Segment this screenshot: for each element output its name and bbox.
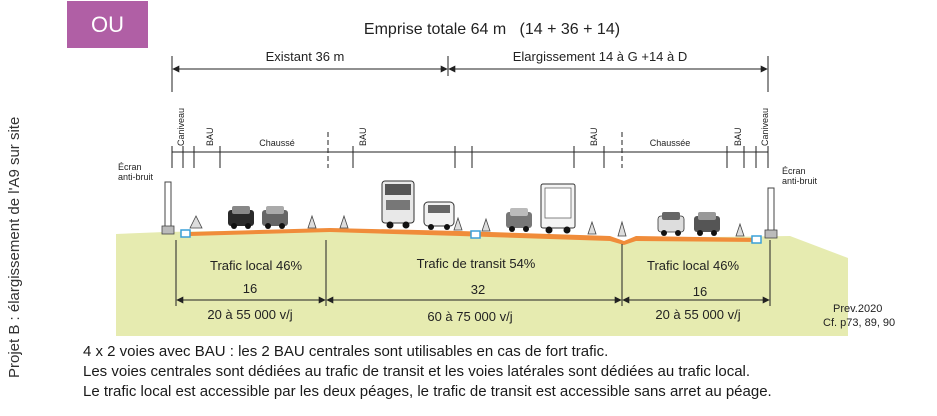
zone-center-label: Trafic de transit 54% — [417, 256, 536, 271]
vehicle-car-3 — [506, 208, 532, 232]
zone-center-width: 32 — [471, 282, 485, 297]
ecran-label-right-2: anti-bruit — [782, 176, 818, 186]
option-badge: OU — [67, 1, 148, 48]
ecran-label-left-1: Écran — [118, 162, 142, 172]
vehicle-truck-1 — [381, 180, 415, 229]
chaussee-label-right: Chaussée — [650, 138, 691, 148]
vehicle-car-1 — [228, 206, 254, 229]
source-note-2: Cf. p73, 89, 90 — [823, 317, 895, 329]
zone-left-volume: 20 à 55 000 v/j — [207, 307, 292, 322]
caniveau-label-left: Caniveau — [176, 108, 186, 146]
caption-line-3: Le trafic local est accessible par les d… — [83, 383, 772, 400]
noise-barrier-right — [764, 187, 778, 239]
chausse-label-left: Chaussé — [259, 138, 295, 148]
zone-center-volume: 60 à 75 000 v/j — [427, 309, 512, 324]
ecran-label-right-1: Écran — [782, 166, 806, 176]
widening-width-label: Elargissement 14 à G +14 à D — [513, 49, 688, 64]
caption-line-1: 4 x 2 voies avec BAU : les 2 BAU central… — [83, 343, 609, 360]
drain-center — [470, 230, 481, 239]
bau-label-right: BAU — [733, 127, 743, 146]
vehicle-truck-2 — [540, 183, 576, 234]
drain-right — [751, 235, 762, 244]
vehicle-car-2 — [262, 206, 288, 229]
drain-left — [180, 229, 191, 238]
caniveau-label-right: Caniveau — [760, 108, 770, 146]
dimension-lines — [171, 56, 769, 92]
zone-separators — [175, 240, 771, 306]
noise-barrier-left — [161, 181, 175, 235]
ground-embankment — [116, 229, 848, 336]
zone-left-width: 16 — [243, 281, 257, 296]
existing-width-label: Existant 36 m — [266, 49, 345, 64]
element-ruler — [171, 132, 769, 168]
source-note-1: Prev.2020 — [833, 303, 882, 315]
zone-right-volume: 20 à 55 000 v/j — [655, 307, 740, 322]
bau-label-center-left: BAU — [358, 127, 368, 146]
ecran-label-left-2: anti-bruit — [118, 172, 154, 182]
zone-right-width: 16 — [693, 284, 707, 299]
zone-right-label: Trafic local 46% — [647, 258, 739, 273]
zone-left-label: Trafic local 46% — [210, 258, 302, 273]
vehicle-car-5 — [694, 212, 720, 236]
vehicle-van-1 — [423, 201, 455, 230]
vehicle-car-4 — [657, 212, 685, 236]
guardrail-posts — [189, 214, 745, 237]
total-width-title: Emprise totale 64 m (14 + 36 + 14) — [364, 21, 620, 38]
bau-label-center-right: BAU — [589, 127, 599, 146]
bau-label-left: BAU — [205, 127, 215, 146]
caption-line-2: Les voies centrales sont dédiées au traf… — [83, 363, 751, 380]
